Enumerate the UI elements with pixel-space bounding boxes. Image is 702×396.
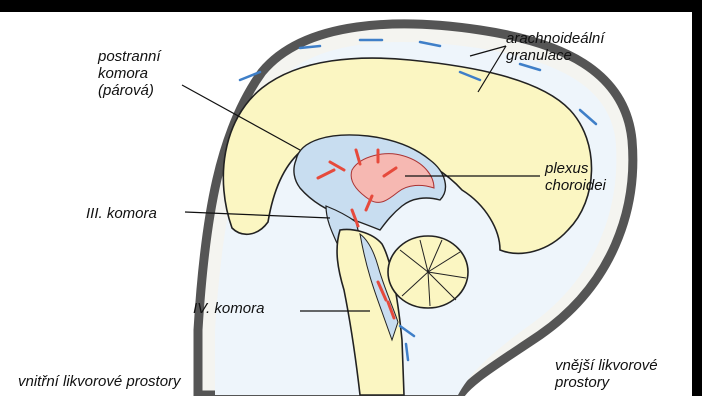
external-csf-spaces-label: vnější likvorové prostory [555,357,658,391]
lateral-ventricle-label: postranní komora (párová) [98,48,161,99]
fourth-ventricle-label: IV. komora [193,300,264,317]
internal-csf-spaces-label: vnitřní likvorové prostory [18,373,181,390]
third-ventricle-label: III. komora [86,205,157,222]
arachnoid-granulations-label: arachnoideální granulace [506,30,604,64]
choroid-plexus-label: plexus choroidei [545,160,606,194]
cerebellum [388,236,468,308]
